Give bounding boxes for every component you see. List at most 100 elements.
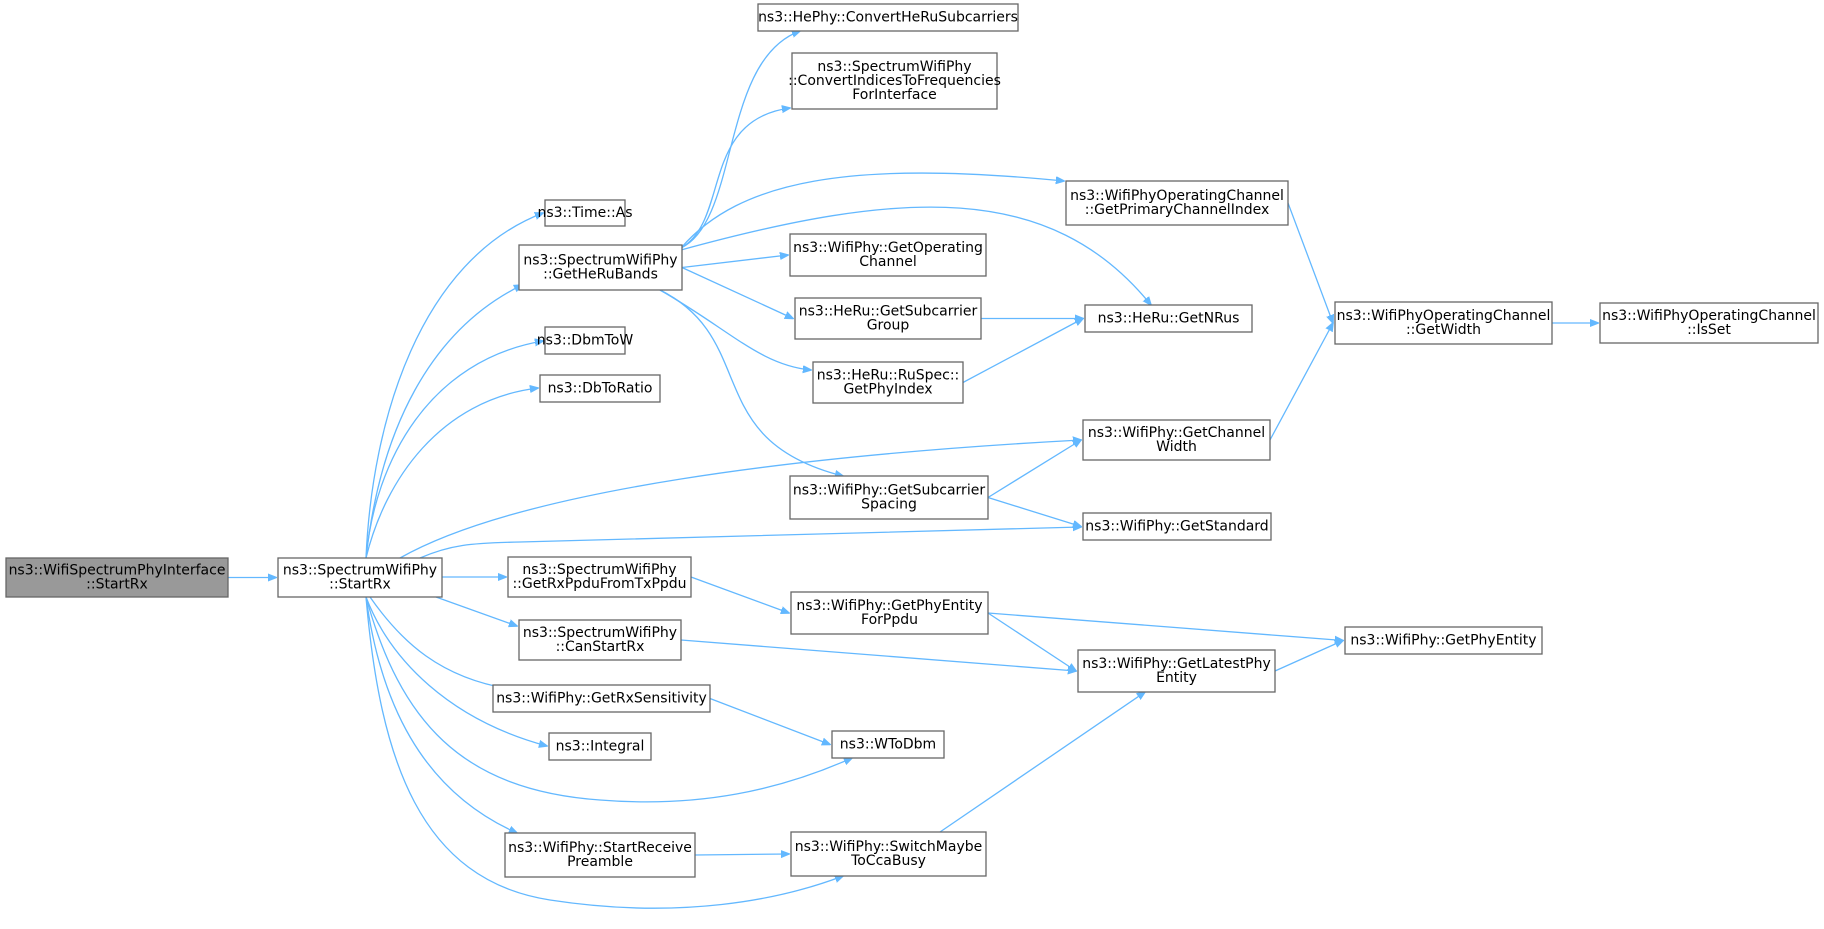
node-getrxppdu[interactable]: ns3::SpectrumWifiPhy::GetRxPpduFromTxPpd…: [507, 556, 692, 598]
edge-switchcca-to-getlatest: [939, 692, 1145, 833]
node-label: ns3::Time::As: [537, 205, 632, 221]
node-box: [5, 557, 229, 598]
node-label: ns3::WifiPhy::GetChannel: [1088, 425, 1265, 441]
edge-startrx-to-switchcca: [365, 596, 843, 909]
node-box: [757, 3, 1019, 32]
node-box: [507, 556, 692, 598]
node-label: GetPhyIndex: [843, 382, 932, 398]
node-label: ns3::SpectrumWifiPhy: [817, 59, 971, 75]
node-label: ns3::WifiPhyOperatingChannel: [1337, 308, 1551, 324]
node-box: [518, 619, 682, 661]
edge-getherubands-to-getnrus: [680, 206, 1151, 305]
edge-startrx-to-wtodbm: [365, 596, 852, 803]
node-label: ToCcaBusy: [850, 853, 926, 869]
node-label: ns3::Integral: [556, 739, 645, 755]
node-box: [1599, 302, 1819, 344]
node-label: ns3::HeRu::GetSubcarrier: [799, 304, 978, 320]
node-getwidth[interactable]: ns3::WifiPhyOperatingChannel::GetWidth: [1334, 301, 1553, 345]
node-getprimidx[interactable]: ns3::WifiPhyOperatingChannel::GetPrimary…: [1065, 180, 1289, 226]
node-box: [831, 730, 945, 759]
node-box: [1082, 419, 1271, 461]
node-getrxsens[interactable]: ns3::WifiPhy::GetRxSensitivity: [492, 684, 711, 713]
node-box: [504, 832, 696, 878]
node-dbtoratio[interactable]: ns3::DbToRatio: [539, 374, 661, 403]
node-timeas[interactable]: ns3::Time::As: [537, 199, 633, 227]
node-getphyidx[interactable]: ns3::HeRu::RuSpec::GetPhyIndex: [812, 361, 964, 404]
node-box: [544, 199, 626, 227]
node-box: [789, 475, 989, 520]
node-convidx[interactable]: ns3::SpectrumWifiPhy::ConvertIndicesToFr…: [788, 52, 1001, 110]
node-label: Channel: [859, 254, 916, 270]
node-label: ns3::WifiPhyOperatingChannel: [1070, 188, 1284, 204]
node-canstartrx[interactable]: ns3::SpectrumWifiPhy::CanStartRx: [518, 619, 682, 661]
edge-canstartrx-to-getlatest: [680, 639, 1076, 671]
node-getherubands[interactable]: ns3::SpectrumWifiPhy::GetHeRuBands: [518, 244, 683, 291]
edge-startrx-to-timeas: [365, 213, 543, 559]
edge-startrx-to-integral: [365, 596, 547, 746]
node-label: ns3::WifiPhy::GetStandard: [1085, 519, 1268, 535]
edge-getherubands-to-getphyidx: [659, 289, 811, 370]
edge-getphyentppdu-to-getphyent: [987, 612, 1343, 641]
node-dbmtow[interactable]: ns3::DbmToW: [537, 326, 634, 355]
node-label: ns3::WifiPhyOperatingChannel: [1602, 308, 1816, 324]
node-box: [518, 244, 683, 291]
edge-startrx-to-dbtoratio: [365, 388, 538, 559]
edge-startrx-to-canstartrx: [435, 596, 517, 626]
node-box: [790, 831, 987, 877]
node-label: Spacing: [861, 497, 917, 513]
edge-getsubspc-to-getchwidth: [987, 440, 1081, 499]
edge-getherubands-to-getsubspc: [659, 289, 843, 476]
node-getphyent[interactable]: ns3::WifiPhy::GetPhyEntity: [1344, 626, 1543, 655]
node-label: ns3::WifiPhy::GetSubcarrier: [793, 483, 985, 499]
node-box: [1084, 304, 1253, 333]
node-label: ::ConvertIndicesToFrequencies: [788, 73, 1001, 89]
node-integral[interactable]: ns3::Integral: [548, 732, 652, 761]
edge-getherubands-to-getsubgrp: [681, 266, 793, 319]
node-label: ::StartRx: [329, 577, 391, 593]
node-label: ns3::WifiSpectrumPhyInterface: [9, 563, 226, 579]
node-box: [492, 684, 711, 713]
node-label: ns3::WifiPhy::StartReceive: [508, 840, 692, 856]
node-box: [812, 361, 964, 404]
node-box: [1082, 512, 1272, 541]
edge-getherubands-to-getopch: [681, 255, 788, 269]
node-label: ::GetRxPpduFromTxPpdu: [512, 576, 686, 592]
edge-startrx-to-getherubands: [365, 285, 522, 559]
node-wtodbm[interactable]: ns3::WToDbm: [831, 730, 945, 759]
edge-getrxsens-to-wtodbm: [709, 697, 830, 745]
node-startrx[interactable]: ns3::SpectrumWifiPhy::StartRx: [277, 557, 443, 598]
node-label: ns3::WifiPhy::GetPhyEntity: [1350, 633, 1536, 649]
node-label: ::GetWidth: [1406, 322, 1481, 338]
node-label: ns3::HePhy::ConvertHeRuSubcarriers: [758, 10, 1018, 26]
edge-getsubspc-to-getstd: [987, 496, 1081, 527]
node-box: [544, 326, 626, 355]
edge-getchwidth-to-getwidth: [1269, 323, 1333, 441]
edge-getherubands-to-convheru: [680, 31, 800, 249]
node-convheru[interactable]: ns3::HePhy::ConvertHeRuSubcarriers: [757, 3, 1019, 32]
node-box: [794, 297, 982, 340]
node-label: ns3::SpectrumWifiPhy: [523, 625, 677, 641]
node-box: [1077, 649, 1276, 693]
node-getstd[interactable]: ns3::WifiPhy::GetStandard: [1082, 512, 1272, 541]
node-label: ns3::HeRu::GetNRus: [1098, 311, 1240, 327]
node-root[interactable]: ns3::WifiSpectrumPhyInterface::StartRx: [5, 557, 229, 598]
node-label: ns3::DbmToW: [537, 333, 634, 349]
node-label: ns3::SpectrumWifiPhy: [283, 563, 437, 579]
edge-getrxppdu-to-getphyentppdu: [690, 576, 789, 613]
edge-getphyidx-to-getnrus: [962, 319, 1083, 384]
node-label: ns3::WifiPhy::SwitchMaybe: [795, 839, 983, 855]
node-isset[interactable]: ns3::WifiPhyOperatingChannel::IsSet: [1599, 302, 1819, 344]
node-box: [789, 233, 987, 277]
node-getnrus[interactable]: ns3::HeRu::GetNRus: [1084, 304, 1253, 333]
node-label: ForInterface: [852, 87, 937, 103]
node-label: Entity: [1156, 670, 1197, 686]
node-box: [277, 557, 443, 598]
